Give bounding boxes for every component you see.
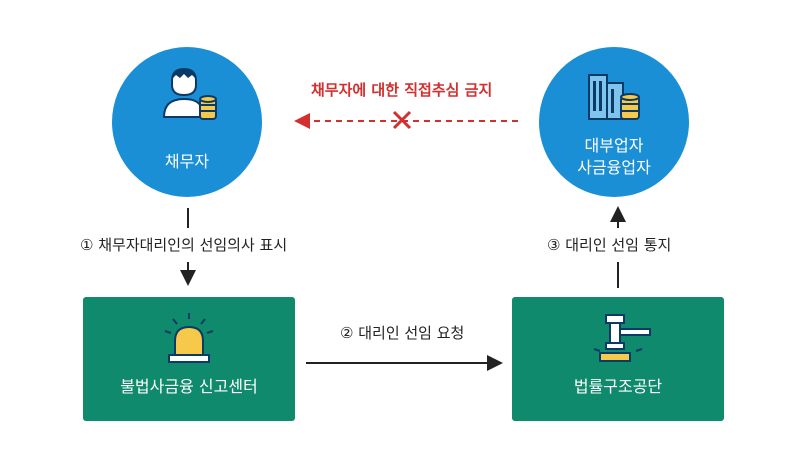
debtor-circle: 채무자 — [112, 47, 262, 197]
siren-icon — [164, 313, 214, 363]
step3-label: ③ 대리인 선임 통지 — [547, 236, 672, 254]
step2-label: ② 대리인 선임 요청 — [340, 324, 465, 342]
debtor-person-icon — [162, 67, 217, 120]
lender-line2: 사금융업자 — [577, 158, 651, 177]
forbidden-x-icon — [392, 110, 412, 130]
forbidden-label: 채무자에 대한 직접추심 금지 — [311, 81, 493, 99]
legal-aid-label: 법률구조공단 — [573, 377, 663, 396]
legal-aid-box: 법률구조공단 — [512, 297, 724, 421]
step1-label: ① 채무자대리인의 선임의사 표시 — [80, 236, 288, 254]
report-center-label: 불법사금융 신고센터 — [120, 377, 258, 396]
building-coins-icon — [588, 74, 640, 120]
debtor-label: 채무자 — [164, 152, 210, 171]
lender-circle: 대부업자 사금융업자 — [539, 47, 689, 197]
lender-line1: 대부업자 — [584, 136, 644, 155]
gavel-icon — [593, 314, 651, 362]
report-center-box: 불법사금융 신고센터 — [83, 297, 295, 421]
